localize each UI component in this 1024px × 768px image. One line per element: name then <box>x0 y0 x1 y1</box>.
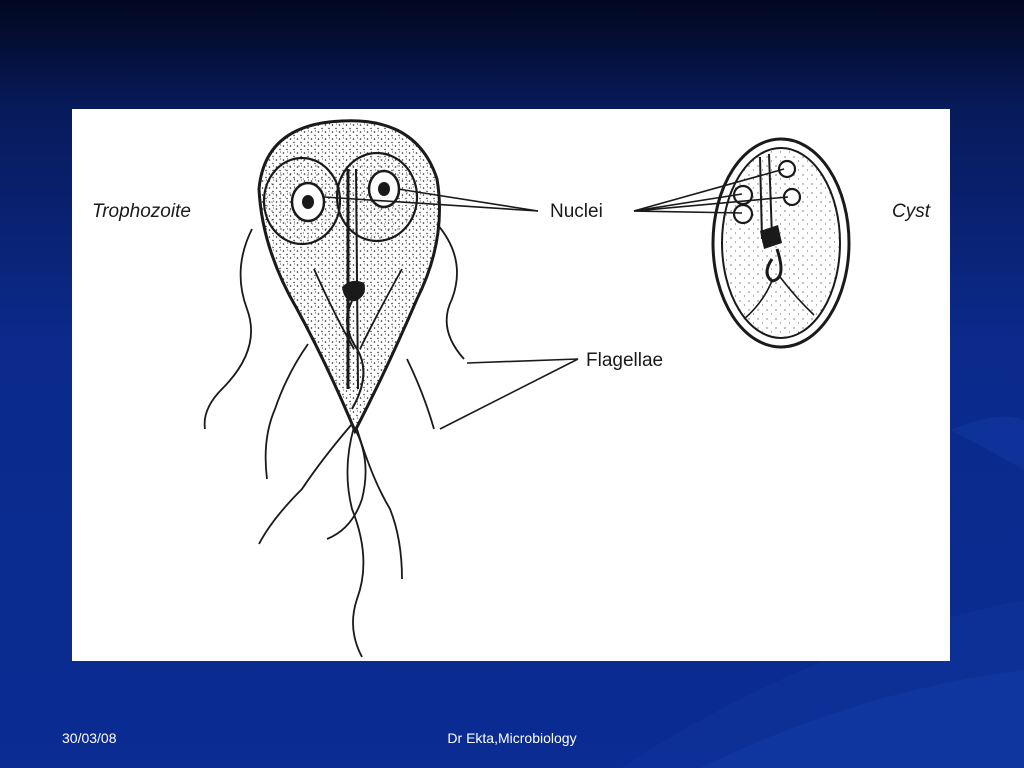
cyst-drawing <box>711 137 851 349</box>
cyst-median-body <box>760 225 782 249</box>
karyosome-left <box>302 195 314 209</box>
trophozoite-drawing <box>203 119 465 658</box>
median-body <box>342 280 365 302</box>
karyosome-right <box>378 182 390 196</box>
cyst-nucleus-4 <box>732 203 754 225</box>
footer-author: Dr Ekta,Microbiology <box>447 730 577 746</box>
cyst-nucleus-1 <box>777 159 797 179</box>
flagellae-leader-lines <box>439 358 579 430</box>
label-flagellae: Flagellae <box>586 350 663 371</box>
footer-date: 30/03/08 <box>62 730 117 746</box>
label-trophozoite: Trophozoite <box>92 201 191 222</box>
nuclei-leader-lines <box>323 168 789 214</box>
label-cyst: Cyst <box>892 201 931 222</box>
giardia-diagram: Trophozoite Nuclei Cyst Flagellae <box>92 119 931 658</box>
label-nuclei: Nuclei <box>550 201 603 222</box>
flagella-lines <box>203 223 465 658</box>
cyst-axostyle <box>759 153 773 240</box>
diagram-panel: Trophozoite Nuclei Cyst Flagellae <box>72 109 950 661</box>
